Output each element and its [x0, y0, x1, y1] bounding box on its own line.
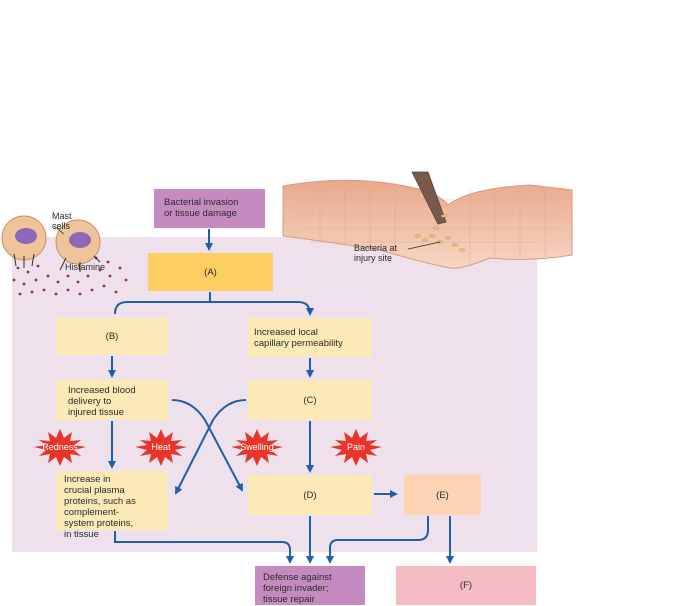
- bacteria-label: Bacteria at injury site: [354, 243, 398, 263]
- blood-delivery-box: Increased blood delivery to injured tiss…: [56, 380, 168, 420]
- sign-star-swelling: Swelling: [231, 429, 283, 466]
- arrow-blood-to-d: [171, 399, 243, 492]
- histamine-granules: [12, 256, 128, 296]
- sign-pain: Pain: [347, 442, 365, 452]
- sign-swelling: Swelling: [240, 442, 274, 452]
- trigger-box: Bacterial invasion or tissue damage: [154, 189, 265, 228]
- box-d: (D): [248, 475, 372, 515]
- arrow-c-to-plasma: [175, 399, 247, 495]
- histamine-label: Histamine: [65, 262, 106, 272]
- sign-heat: Heat: [151, 442, 171, 452]
- splinter-icon: [411, 171, 447, 225]
- permeability-box: Increased local capillary permeability: [248, 318, 372, 357]
- sign-star-heat: Heat: [135, 429, 187, 466]
- arrow-a-split: [114, 301, 314, 316]
- sign-star-pain: Pain: [330, 429, 382, 466]
- arrow-e-to-defense: [326, 516, 429, 564]
- plasma-proteins-box: Increase in crucial plasma proteins, suc…: [56, 471, 168, 540]
- sign-star-redness: Redness: [34, 429, 86, 466]
- defense-box: Defense against foreign invader; tissue …: [255, 566, 365, 605]
- box-e: (E): [404, 475, 481, 515]
- bacteria-icon: [414, 214, 466, 252]
- arrow-plasma-to-defense: [114, 531, 294, 564]
- mast-cell-icon: [55, 219, 101, 265]
- flow-arrows: [108, 229, 454, 564]
- box-b: (B): [56, 318, 168, 355]
- box-a: (A): [148, 253, 273, 291]
- box-f: (F): [396, 566, 536, 605]
- box-c: (C): [248, 380, 372, 420]
- sign-redness: Redness: [42, 442, 78, 452]
- mast-cells-label: Mast cells: [52, 211, 72, 231]
- mast-cell-icon: [1, 215, 47, 261]
